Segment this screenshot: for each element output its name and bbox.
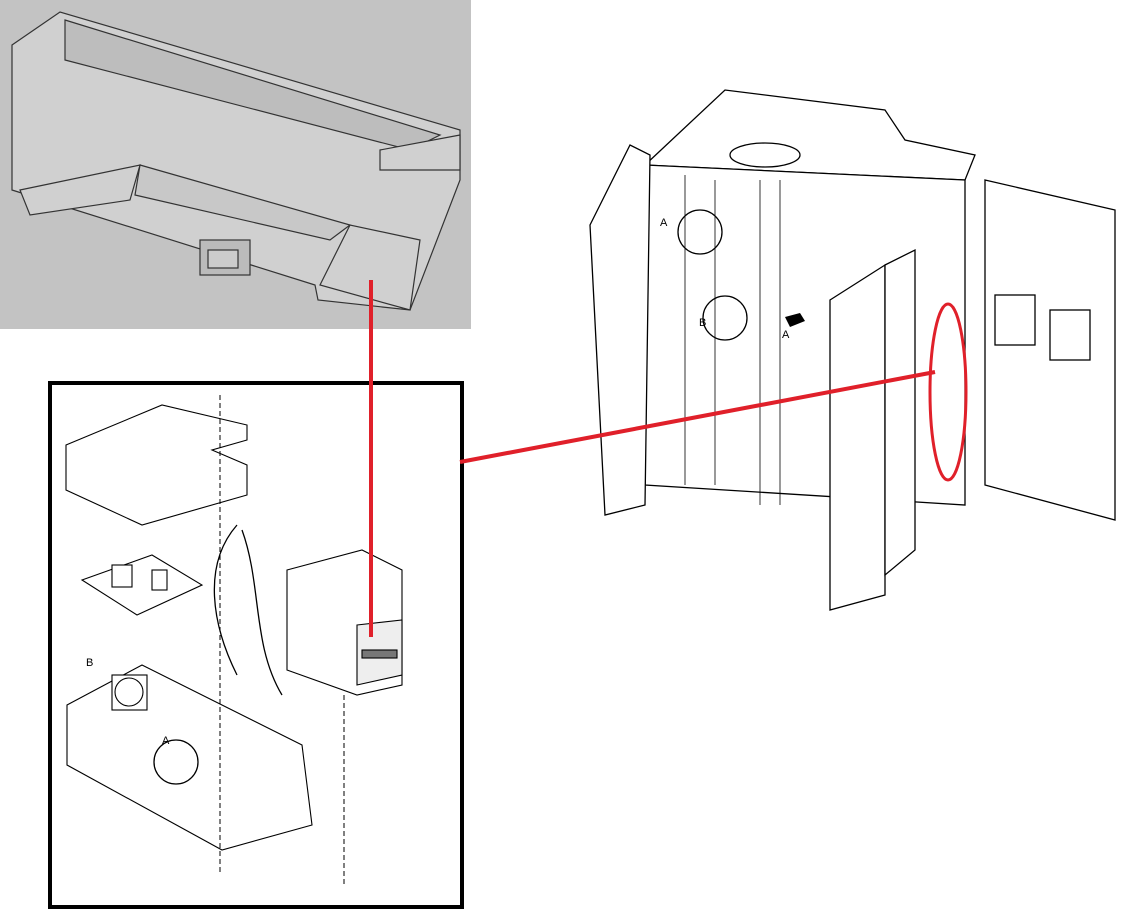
cabinet-drawing xyxy=(589,89,1116,611)
exploded-view-drawing xyxy=(65,395,403,885)
drive-assembly-exploded-view: B A xyxy=(48,381,464,909)
callout-label-a-top: A xyxy=(660,217,668,229)
callout-label-a-arrow: A xyxy=(782,329,790,341)
bezel-closeup-panel xyxy=(0,0,471,329)
bezel-drawing xyxy=(11,11,461,311)
callout-label-b: B xyxy=(86,657,94,669)
callout-label-b-right: B xyxy=(699,317,707,329)
callout-label-a: A xyxy=(162,735,170,747)
library-cabinet-view: A B A xyxy=(585,85,1120,615)
